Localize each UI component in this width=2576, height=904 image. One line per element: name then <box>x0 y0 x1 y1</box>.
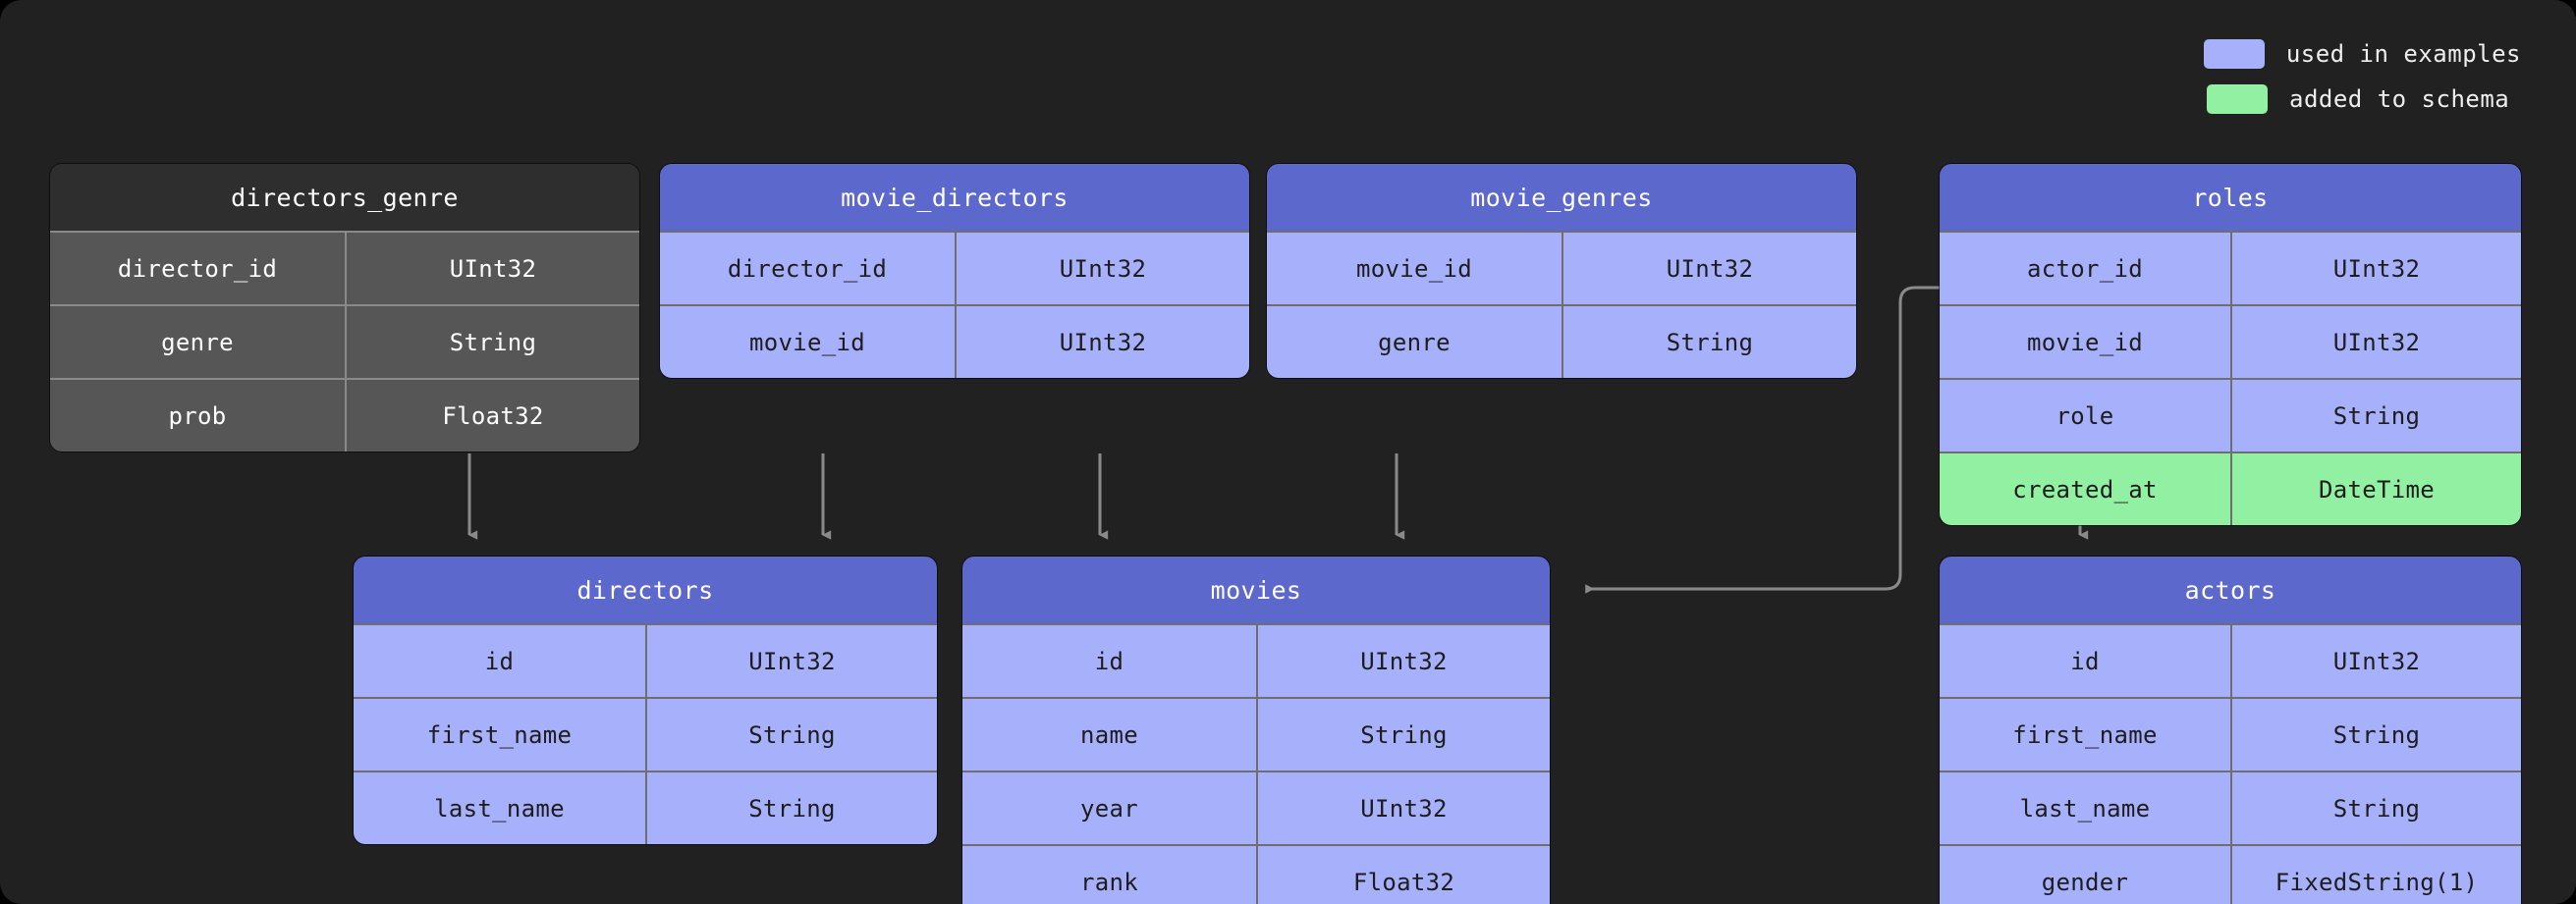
column-name: id <box>1094 647 1124 675</box>
table-row[interactable]: movie_id UInt32 <box>660 304 1249 378</box>
table-row[interactable]: rank Float32 <box>962 844 1550 904</box>
column-name: director_id <box>727 254 888 283</box>
table-row[interactable]: created_at DateTime <box>1940 452 2521 525</box>
column-type: UInt32 <box>2230 233 2521 304</box>
column-type: String <box>645 772 937 844</box>
table-title: movie_genres <box>1267 164 1856 231</box>
table-row[interactable]: movie_id UInt32 <box>1267 231 1856 304</box>
legend-item: used in examples <box>2203 39 2521 69</box>
column-name: year <box>1080 794 1138 823</box>
column-name: last_name <box>434 794 565 823</box>
column-name: genre <box>161 328 234 356</box>
column-type: String <box>1256 699 1550 771</box>
table-row[interactable]: genre String <box>1267 304 1856 378</box>
table-row[interactable]: year UInt32 <box>962 771 1550 844</box>
column-name: genre <box>1378 328 1451 356</box>
table-title: movies <box>962 557 1550 623</box>
column-type: DateTime <box>2230 453 2521 525</box>
column-type: UInt32 <box>2230 306 2521 378</box>
legend-label: used in examples <box>2285 40 2521 68</box>
column-name: first_name <box>426 720 573 749</box>
legend-swatch-used-in-examples <box>2203 39 2265 69</box>
table-row[interactable]: name String <box>962 697 1550 771</box>
column-type: UInt32 <box>645 625 937 697</box>
legend-swatch-added-to-schema <box>2207 84 2268 114</box>
table-movie_genres[interactable]: movie_genres movie_id UInt32 genre String <box>1267 164 1856 378</box>
table-row[interactable]: director_id UInt32 <box>50 231 639 304</box>
column-name: role <box>2055 401 2114 430</box>
legend-label: added to schema <box>2289 85 2510 113</box>
column-name: gender <box>2041 868 2129 896</box>
column-type: String <box>2230 380 2521 452</box>
column-type: UInt32 <box>1256 772 1550 844</box>
column-name: movie_id <box>749 328 865 356</box>
table-row[interactable]: actor_id UInt32 <box>1940 231 2521 304</box>
table-row[interactable]: id UInt32 <box>962 623 1550 697</box>
table-row[interactable]: id UInt32 <box>354 623 937 697</box>
table-row[interactable]: last_name String <box>1940 771 2521 844</box>
column-type: String <box>2230 699 2521 771</box>
column-name: movie_id <box>1356 254 1472 283</box>
column-name: prob <box>168 401 227 430</box>
table-row[interactable]: movie_id UInt32 <box>1940 304 2521 378</box>
column-name: actor_id <box>2027 254 2143 283</box>
table-row[interactable]: director_id UInt32 <box>660 231 1249 304</box>
table-row[interactable]: prob Float32 <box>50 378 639 452</box>
column-type: Float32 <box>1256 846 1550 904</box>
table-title: movie_directors <box>660 164 1249 231</box>
table-row[interactable]: role String <box>1940 378 2521 452</box>
table-title: directors_genre <box>50 164 639 231</box>
column-name: director_id <box>117 254 278 283</box>
table-row[interactable]: first_name String <box>354 697 937 771</box>
column-name: rank <box>1080 868 1138 896</box>
column-name: name <box>1080 720 1138 749</box>
table-title: directors <box>354 557 937 623</box>
column-type: UInt32 <box>955 306 1249 378</box>
column-type: FixedString(1) <box>2230 846 2521 904</box>
column-type: String <box>1562 306 1856 378</box>
table-row[interactable]: id UInt32 <box>1940 623 2521 697</box>
table-row[interactable]: gender FixedString(1) <box>1940 844 2521 904</box>
table-row[interactable]: genre String <box>50 304 639 378</box>
column-type: UInt32 <box>955 233 1249 304</box>
column-name: last_name <box>2019 794 2151 823</box>
column-type: UInt32 <box>1562 233 1856 304</box>
legend: used in examples added to schema <box>2203 39 2521 114</box>
table-title: roles <box>1940 164 2521 231</box>
column-name: first_name <box>2012 720 2158 749</box>
table-directors_genre[interactable]: directors_genre director_id UInt32 genre Str… <box>50 164 639 452</box>
column-type: UInt32 <box>2230 625 2521 697</box>
column-type: String <box>2230 772 2521 844</box>
column-name: movie_id <box>2027 328 2143 356</box>
column-name: created_at <box>2012 475 2158 504</box>
table-title: actors <box>1940 557 2521 623</box>
table-row[interactable]: last_name String <box>354 771 937 844</box>
column-type: UInt32 <box>1256 625 1550 697</box>
column-name: id <box>2070 647 2100 675</box>
legend-item: added to schema <box>2204 84 2521 114</box>
column-type: Float32 <box>345 380 639 452</box>
column-type: String <box>645 699 937 771</box>
table-row[interactable]: first_name String <box>1940 697 2521 771</box>
column-name: id <box>484 647 515 675</box>
column-type: String <box>345 306 639 378</box>
column-type: UInt32 <box>345 233 639 304</box>
